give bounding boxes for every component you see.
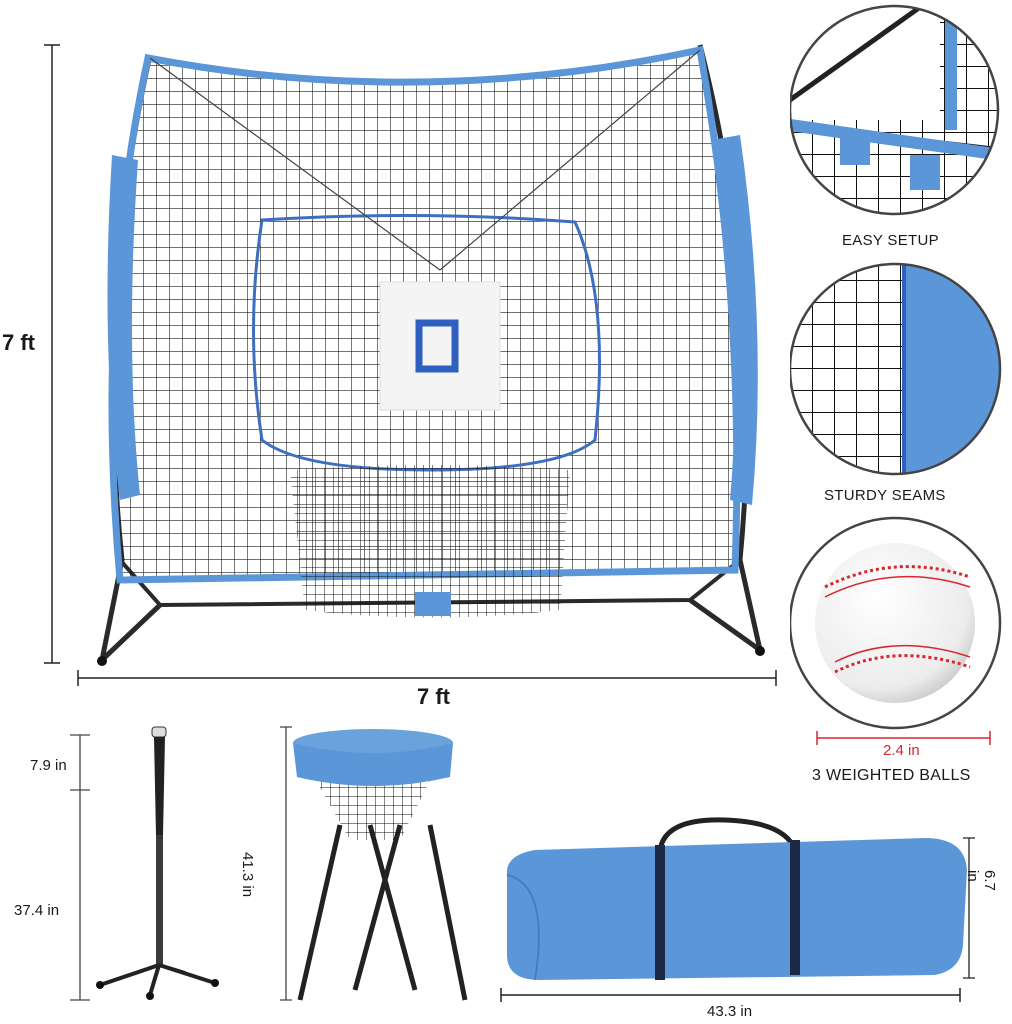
sturdy-seams-caption: STURDY SEAMS	[824, 487, 946, 504]
tee-top-dimension: 7.9 in	[30, 757, 67, 774]
net-height-label: 7 ft	[2, 330, 35, 355]
bag-height-dimension: 6.7 in	[964, 870, 998, 891]
net-width-label: 7 ft	[417, 684, 450, 709]
batting-tee-illustration	[70, 726, 219, 1001]
tee-bottom-dimension: 37.4 in	[14, 902, 60, 919]
weighted-balls-caption: 3 WEIGHTED BALLS	[812, 767, 971, 784]
easy-setup-caption: EASY SETUP	[842, 232, 939, 249]
easy-setup-inset	[790, 4, 1000, 216]
caddy-height-dimension: 41.3 in	[239, 852, 256, 898]
bag-length-dimension: 43.3 in	[707, 1003, 753, 1020]
ball-caddy-illustration	[280, 726, 468, 1001]
carry-bag-illustration	[500, 817, 975, 1002]
main-net-illustration	[44, 44, 777, 686]
sturdy-seams-inset	[790, 262, 1002, 476]
ball-size-label: 2.4 in	[883, 742, 920, 759]
weighted-balls-inset	[790, 516, 1002, 730]
ball-size-dimension-line	[816, 731, 991, 745]
